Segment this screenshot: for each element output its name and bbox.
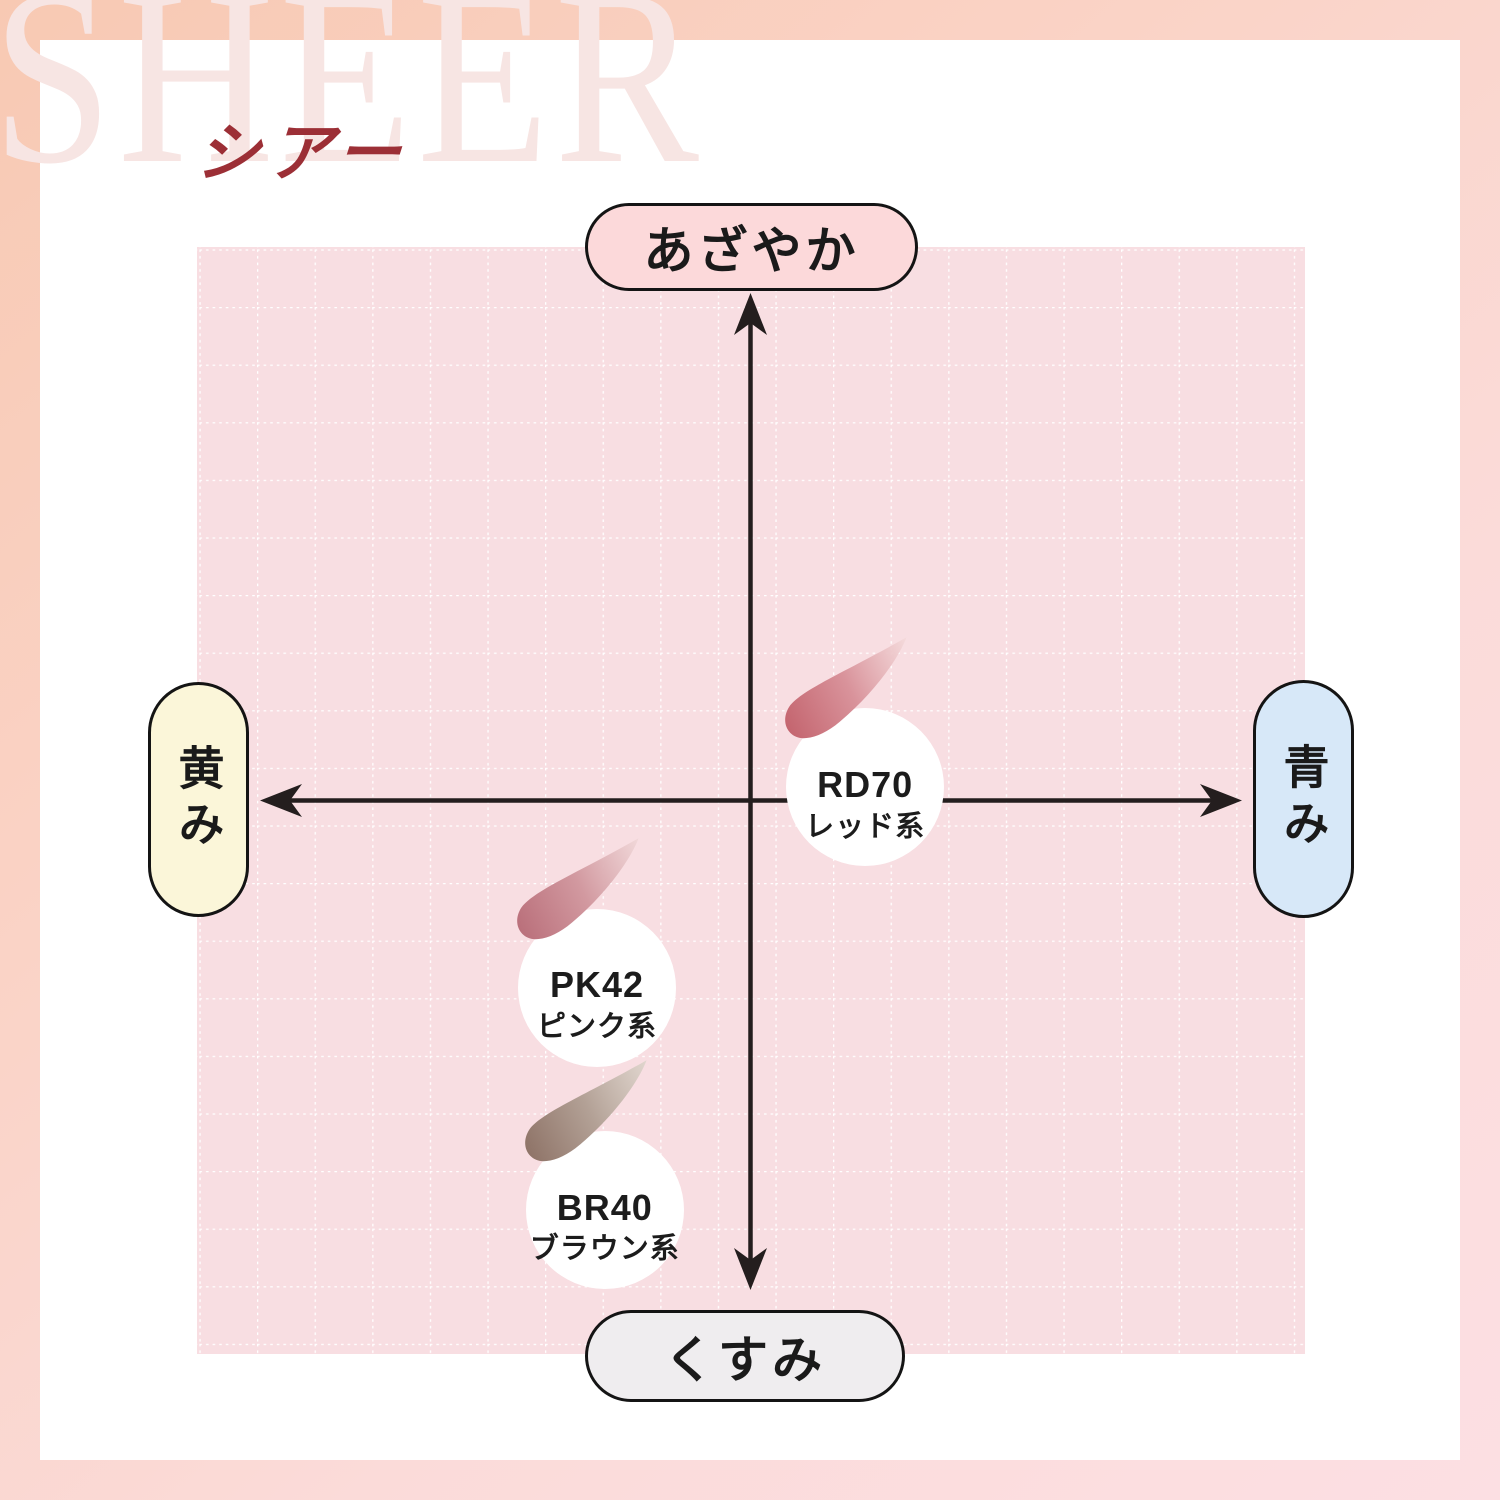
shade-type: ブラウン系 [529, 1233, 680, 1266]
arrowhead-right-icon [1200, 784, 1242, 817]
shade-code: RD70 [817, 763, 914, 805]
shade-code: BR40 [556, 1186, 653, 1228]
lipstick-swatch-icon [517, 837, 639, 939]
axis-label-yellowish: 黄み [148, 682, 249, 917]
arrowhead-down-icon [734, 1248, 767, 1290]
axis-label-bluish: 青み [1253, 680, 1354, 918]
axis-arrowheads [260, 293, 1242, 1290]
shade-code: PK42 [549, 964, 645, 1006]
shade-marker-rd70: RD70 レッド系 [785, 637, 945, 867]
axes [277, 309, 1225, 1275]
arrowhead-left-icon [260, 784, 302, 817]
axis-label-muted: くすみ [585, 1310, 905, 1402]
shade-marker-br40: BR40 ブラウン系 [524, 1060, 684, 1290]
page-title: シアー [193, 118, 411, 189]
shade-type: ピンク系 [536, 1010, 657, 1043]
brand-watermark: SHEER [0, 0, 705, 216]
lipstick-swatch-icon [785, 637, 907, 739]
chart-canvas [197, 247, 1305, 1354]
arrowhead-up-icon [734, 293, 767, 335]
lipstick-swatch-icon [524, 1060, 647, 1162]
quadrant-chart: RD70 レッド系 PK42 ピンク系 [197, 247, 1305, 1354]
shade-marker-pk42: PK42 ピンク系 [517, 837, 676, 1067]
shade-type: レッド系 [805, 810, 926, 843]
axis-label-vivid: あざやか [585, 203, 918, 291]
